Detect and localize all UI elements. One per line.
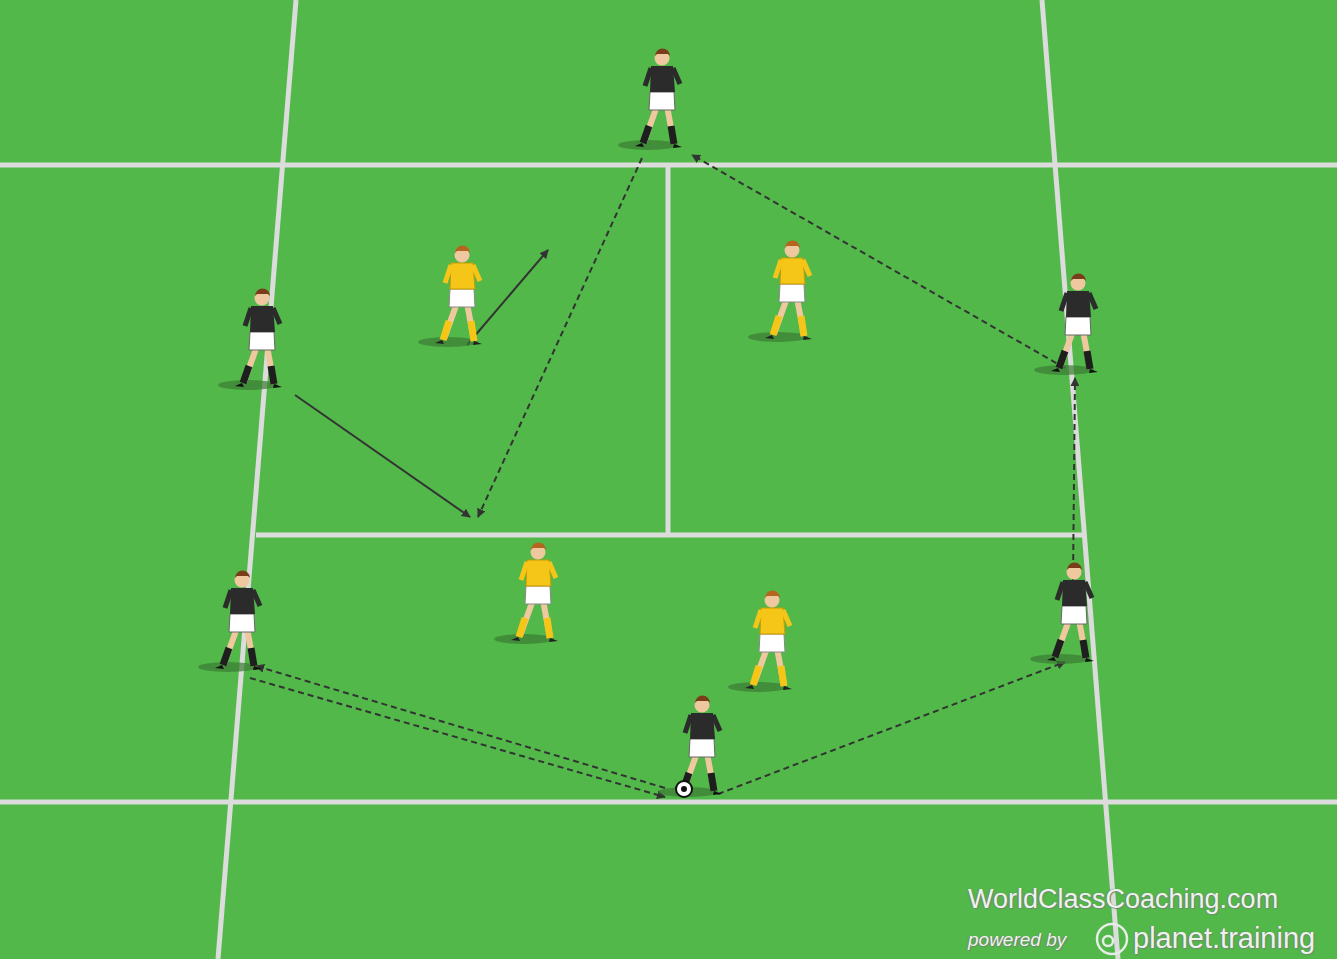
yellow-player xyxy=(748,241,812,343)
watermark-text: powered by xyxy=(968,929,1066,951)
yellow-player xyxy=(418,246,482,348)
yellow-player xyxy=(494,543,558,645)
watermark-text: planet.training xyxy=(1133,922,1315,955)
black-player xyxy=(218,289,282,391)
black-player xyxy=(198,571,262,673)
pass-arrows xyxy=(250,155,1075,797)
black-player xyxy=(1030,563,1094,665)
black-player xyxy=(618,48,682,150)
movement-arrows xyxy=(295,250,548,517)
players xyxy=(198,48,1098,797)
watermark-text: WorldClassCoaching.com xyxy=(968,884,1278,915)
black-player xyxy=(1034,274,1098,376)
ball xyxy=(676,781,692,797)
yellow-player xyxy=(728,591,792,693)
watermark-logo xyxy=(1097,924,1127,954)
black-player xyxy=(658,696,722,798)
